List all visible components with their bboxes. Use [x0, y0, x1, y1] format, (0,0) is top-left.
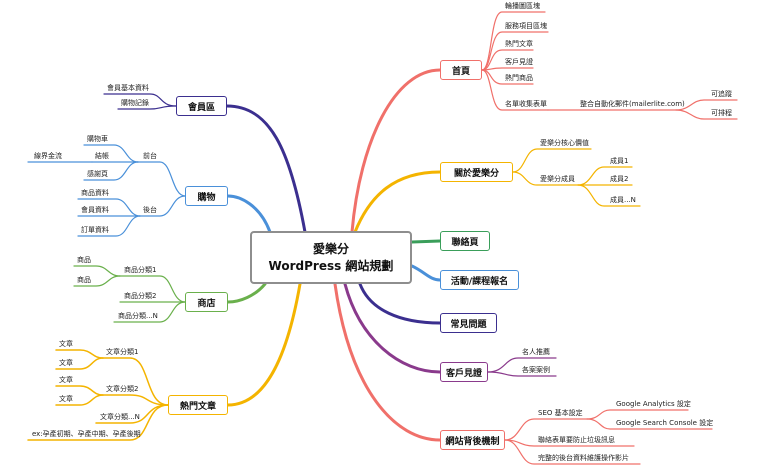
- article-1b[interactable]: 文章: [59, 359, 73, 367]
- link-about: [353, 170, 442, 234]
- home-item-carousel[interactable]: 輪播圖區塊: [505, 2, 540, 10]
- member-profile[interactable]: 會員基本資料: [107, 84, 149, 92]
- link-contact: [410, 239, 442, 244]
- topic-testimonials[interactable]: 客戶見證: [440, 362, 488, 382]
- member-purchase-history[interactable]: 購物記錄: [121, 99, 149, 107]
- topic-shopping[interactable]: 購物: [185, 186, 228, 206]
- home-item-articles[interactable]: 熱門文章: [505, 40, 533, 48]
- shop-category-n[interactable]: 商品分類...N: [118, 312, 158, 320]
- shop-product-2[interactable]: 商品: [77, 276, 91, 284]
- backend-search-console[interactable]: Google Search Console 設定: [616, 419, 714, 427]
- about-member-2[interactable]: 成員2: [610, 175, 629, 183]
- link-faq: [358, 282, 442, 325]
- link-testimonials: [343, 282, 442, 374]
- home-item-testimonials[interactable]: 客戶見證: [505, 58, 533, 66]
- article-category-2[interactable]: 文章分類2: [106, 385, 139, 393]
- home-item-products[interactable]: 熱門商品: [505, 74, 533, 82]
- about-member-1[interactable]: 成員1: [610, 157, 629, 165]
- shop-category-2[interactable]: 商品分類2: [124, 292, 157, 300]
- article-category-n[interactable]: 文章分類...N: [100, 413, 140, 421]
- topic-member-area[interactable]: 會員區: [176, 96, 227, 116]
- shopping-cart[interactable]: 購物車: [87, 135, 108, 143]
- link-events: [410, 264, 442, 282]
- article-2a[interactable]: 文章: [59, 376, 73, 384]
- backend-google-analytics[interactable]: Google Analytics 設定: [616, 400, 691, 408]
- central-topic-subtitle: WordPress 網站規劃: [268, 259, 394, 273]
- link-home: [350, 68, 442, 234]
- link-backend: [333, 282, 442, 442]
- topic-faq[interactable]: 常見問題: [440, 313, 497, 333]
- home-item-lead-form[interactable]: 名單收集表單: [505, 100, 547, 108]
- link-member-area: [225, 104, 307, 234]
- shop-category-1[interactable]: 商品分類1: [124, 266, 157, 274]
- central-topic[interactable]: 愛樂分 WordPress 網站規劃: [250, 231, 412, 284]
- link-shopping: [226, 194, 272, 234]
- topic-backend[interactable]: 網站背後機制: [440, 430, 505, 450]
- backend-order-data[interactable]: 訂單資料: [81, 226, 109, 234]
- topic-events[interactable]: 活動/課程報名: [440, 270, 519, 290]
- article-category-1[interactable]: 文章分類1: [106, 348, 139, 356]
- backend-member-data[interactable]: 會員資料: [81, 206, 109, 214]
- link-articles: [226, 282, 302, 407]
- article-1a[interactable]: 文章: [59, 340, 73, 348]
- about-member-n[interactable]: 成員...N: [610, 196, 636, 204]
- backend-spam-protection[interactable]: 聯絡表單要防止垃圾訊息: [538, 436, 615, 444]
- about-core-values[interactable]: 愛樂分核心價值: [540, 139, 589, 147]
- about-members[interactable]: 愛樂分成員: [540, 175, 575, 183]
- article-stage-note[interactable]: ex:孕產初期、孕產中期、孕產後期: [32, 430, 141, 438]
- home-email-automation[interactable]: 整合自動化郵件(mailerlite.com): [580, 100, 685, 108]
- shop-product-1[interactable]: 商品: [77, 256, 91, 264]
- home-email-trackable[interactable]: 可追蹤: [711, 90, 732, 98]
- testimonial-cases[interactable]: 各案案例: [522, 366, 550, 374]
- topic-shop[interactable]: 商店: [185, 292, 228, 312]
- shopping-frontend[interactable]: 前台: [143, 152, 157, 160]
- shopping-checkout[interactable]: 結帳: [95, 152, 109, 160]
- topic-articles[interactable]: 熱門文章: [168, 395, 228, 415]
- home-item-services[interactable]: 服務項目區塊: [505, 22, 547, 30]
- backend-product-data[interactable]: 商品資料: [81, 189, 109, 197]
- shopping-payment-flow[interactable]: 線界金流: [34, 152, 62, 160]
- backend-seo[interactable]: SEO 基本設定: [538, 409, 583, 417]
- topic-home[interactable]: 首頁: [440, 60, 482, 80]
- backend-tutorial-videos[interactable]: 完整的後台資料維護操作影片: [538, 454, 629, 462]
- link-shop: [226, 282, 267, 304]
- topic-contact[interactable]: 聯絡頁: [440, 231, 490, 251]
- topic-about[interactable]: 關於愛樂分: [440, 162, 513, 182]
- article-2b[interactable]: 文章: [59, 395, 73, 403]
- shopping-thank-you[interactable]: 感謝頁: [87, 170, 108, 178]
- testimonial-celebrity[interactable]: 名人推薦: [522, 348, 550, 356]
- home-email-schedulable[interactable]: 可排程: [711, 109, 732, 117]
- shopping-backend[interactable]: 後台: [143, 206, 157, 214]
- central-topic-title: 愛樂分: [312, 242, 349, 256]
